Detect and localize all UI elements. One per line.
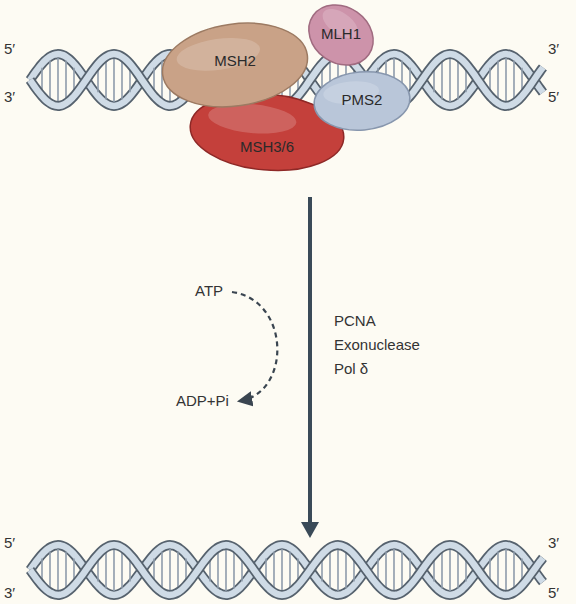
- base-pair: [273, 551, 275, 588]
- process-label: ADP+Pi: [176, 392, 229, 409]
- base-pair: [49, 61, 51, 100]
- dna-helices: [30, 54, 543, 595]
- strand-end-label: 5′: [4, 534, 15, 551]
- base-pair: [177, 551, 179, 588]
- base-pair: [217, 551, 219, 588]
- base-pair: [65, 551, 67, 588]
- base-pair: [497, 61, 499, 100]
- base-pair: [441, 551, 443, 588]
- base-pair: [513, 551, 515, 588]
- dna-strand-outline: [30, 545, 543, 595]
- base-pair: [57, 58, 59, 102]
- base-pair: [329, 551, 331, 588]
- base-pair: [497, 551, 499, 588]
- base-pair: [105, 551, 107, 588]
- base-pair: [225, 549, 227, 591]
- base-pair: [449, 58, 451, 102]
- dna-strand: [30, 545, 543, 595]
- base-pair: [113, 549, 115, 591]
- base-pair: [65, 61, 67, 100]
- atp-hydrolysis-arrow: [232, 292, 277, 401]
- protein-name: MSH2: [160, 52, 310, 69]
- base-pair: [457, 551, 459, 588]
- process-label: Exonuclease: [334, 336, 420, 353]
- protein-ellipse: [297, 0, 385, 77]
- base-pair: [385, 551, 387, 588]
- protein-highlight: [207, 100, 298, 136]
- dna-strand: [30, 545, 543, 595]
- strand-end-label: 5′: [548, 88, 559, 105]
- base-pair: [393, 549, 395, 591]
- process-label: Pol δ: [334, 360, 368, 377]
- base-pair: [169, 549, 171, 591]
- protein-ellipse: [187, 87, 347, 176]
- process-arrow-head: [301, 522, 319, 538]
- base-pair: [441, 61, 443, 100]
- base-pair: [49, 551, 51, 588]
- base-pair: [457, 61, 459, 100]
- strand-end-label: 3′: [4, 584, 15, 601]
- base-pair: [161, 551, 163, 588]
- protein-shape: MLH1: [305, 5, 377, 65]
- protein-name: MLH1: [305, 25, 377, 42]
- base-pair: [121, 61, 123, 100]
- base-pair: [505, 549, 507, 591]
- base-pair: [57, 549, 59, 591]
- protein-name: PMS2: [312, 91, 412, 108]
- base-pair: [505, 58, 507, 102]
- base-pair: [401, 551, 403, 588]
- base-pair: [337, 549, 339, 591]
- base-pair: [345, 551, 347, 588]
- strand-end-label: 3′: [548, 534, 559, 551]
- strand-end-label: 5′: [548, 584, 559, 601]
- process-label: ATP: [195, 282, 223, 299]
- process-label: PCNA: [334, 312, 376, 329]
- protein-shape: PMS2: [312, 70, 412, 132]
- strand-end-label: 3′: [4, 88, 15, 105]
- strand-end-label: 5′: [4, 40, 15, 57]
- base-pair: [449, 549, 451, 591]
- dna-strand-outline: [30, 545, 543, 595]
- base-pair: [233, 551, 235, 588]
- base-pair: [513, 61, 515, 100]
- base-pair: [281, 549, 283, 591]
- strand-end-label: 3′: [548, 40, 559, 57]
- base-pair: [121, 551, 123, 588]
- process-arrow-shaft: [308, 197, 312, 524]
- protein-shape: MSH2: [160, 22, 310, 108]
- base-pair: [113, 58, 115, 102]
- protein-name: MSH3/6: [188, 138, 346, 155]
- base-pair: [105, 61, 107, 100]
- base-pair: [289, 551, 291, 588]
